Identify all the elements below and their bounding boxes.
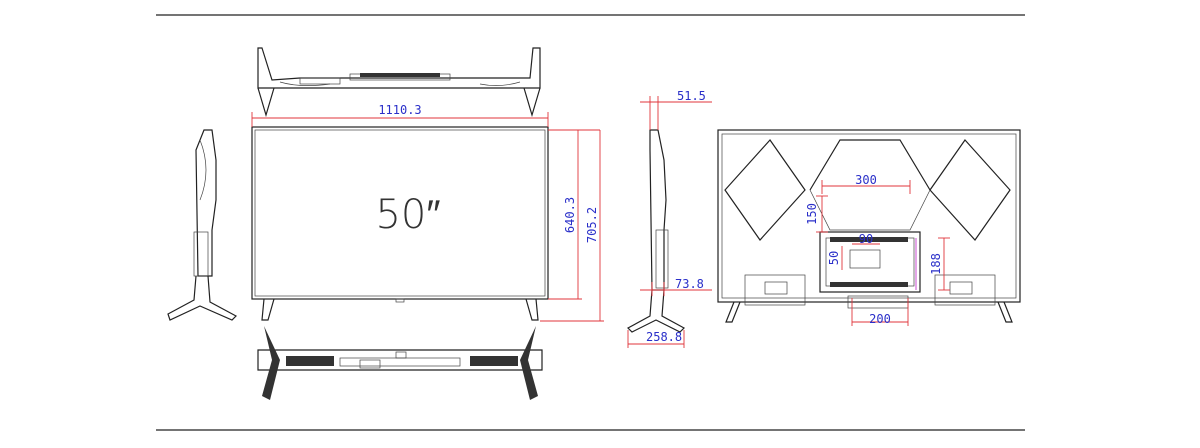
height-dimensions: 640.3 705.2 xyxy=(540,129,604,322)
panel-height-value: 640.3 xyxy=(563,197,577,233)
width-dimension: 1110.3 xyxy=(251,103,549,127)
vesa-side-value: 150 xyxy=(805,203,819,225)
side-profile-view xyxy=(627,129,685,333)
rear-panel-outline xyxy=(717,129,1021,303)
vesa-right-value: 188 xyxy=(929,253,943,275)
bottom-view xyxy=(257,326,543,400)
depth-top-value: 51.5 xyxy=(677,89,706,103)
vesa-dimensions: 300 150 90 50 200 188 xyxy=(805,173,950,326)
rear-view xyxy=(717,129,1021,323)
top-view xyxy=(257,47,541,118)
depth-dimensions: 51.5 73.8 258.8 xyxy=(627,89,712,348)
front-view: 50″ xyxy=(251,126,549,321)
vesa-bottom-value: 200 xyxy=(869,312,891,326)
depth-bottom-value: 73.8 xyxy=(675,277,704,291)
vesa-inner-value: 90 xyxy=(859,232,873,246)
screen-size-label: 50″ xyxy=(375,192,440,238)
left-side-view xyxy=(167,129,237,321)
total-height-value: 705.2 xyxy=(585,207,599,243)
width-value: 1110.3 xyxy=(378,103,421,117)
vesa-top-value: 300 xyxy=(855,173,877,187)
vesa-inner-side-value: 50 xyxy=(827,251,841,265)
stand-depth-value: 258.8 xyxy=(646,330,682,344)
